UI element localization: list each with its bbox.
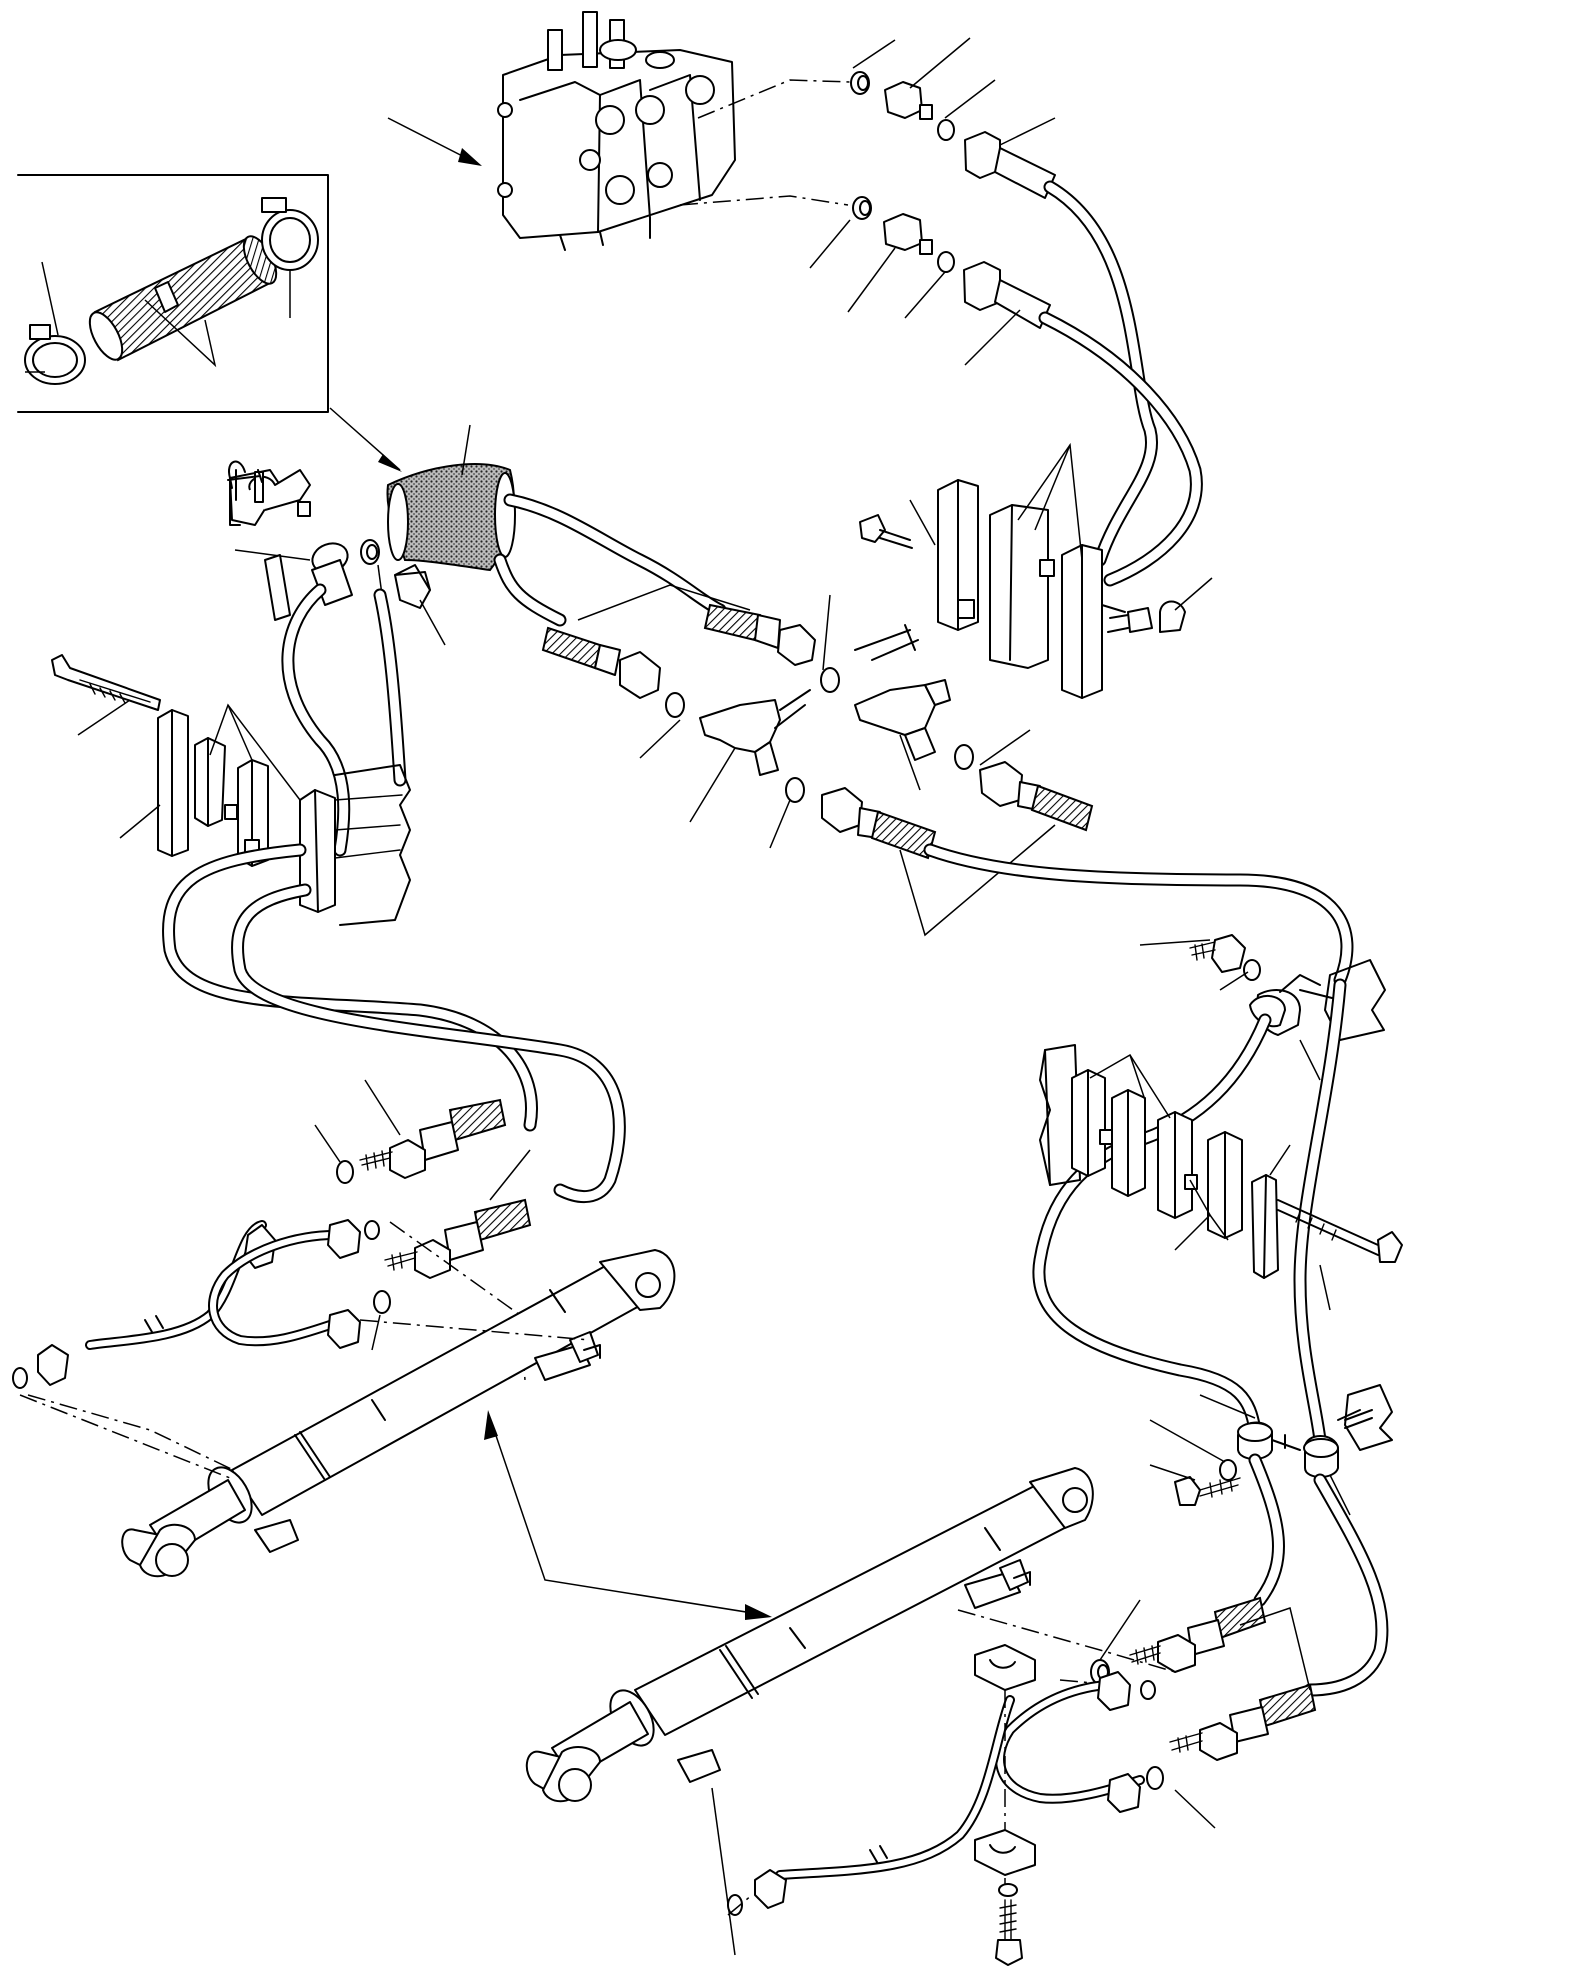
pipe-clamp-halves (974, 1644, 1036, 1966)
top-fittings (850, 71, 1056, 329)
left-clamp-stack (51, 654, 411, 926)
right-lower-clamps (1174, 1384, 1393, 1506)
right-rigid-pipes (727, 1671, 1156, 1916)
right-clamp-stack (1039, 1044, 1403, 1279)
right-clamp-upper (1189, 934, 1386, 1041)
inset-sleeve-detail (17, 174, 329, 413)
mounting-blocks-upper (937, 479, 1103, 699)
control-valve (497, 11, 736, 251)
centre-fittings (541, 603, 1094, 860)
hydraulic-cylinder-right (525, 1467, 1094, 1803)
left-hose-ends (336, 1098, 532, 1314)
cylinder-arrow-leader (489, 1417, 766, 1616)
hose-sleeve (386, 463, 516, 572)
left-rigid-pipes (12, 1219, 380, 1389)
hydraulic-cylinder-left (121, 1249, 676, 1578)
